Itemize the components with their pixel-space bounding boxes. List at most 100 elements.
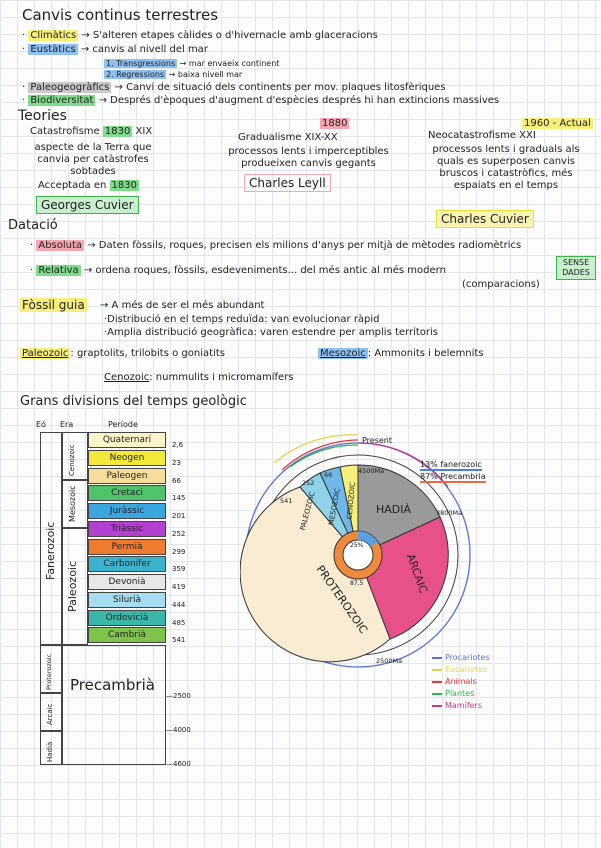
legend-swatch [432, 692, 442, 695]
fossil-cenozoic: Cenozoic: nummulits i micromamífers [104, 372, 294, 383]
period-silurià: Silurià [88, 591, 166, 608]
bullet-regressions: 2. Regressions → baixa nivell mar [104, 70, 243, 79]
legend-item: Mamífers [432, 700, 490, 712]
eon-hadia-label: Hadià [46, 741, 54, 762]
bullet-climatics: · Climàtics → S'alteren etapes càlides o… [22, 30, 378, 41]
fossil-paleozoic: Paleozoic: graptolits, trilobits o gonia… [20, 348, 225, 359]
period-carbonífer: Carbonífer [88, 556, 166, 573]
period-ordovicià: Ordovicià [88, 609, 166, 626]
theory-neo-year: 1960 - Actual [522, 118, 593, 129]
eon-hadia-box [40, 731, 62, 765]
theory-neo-author: Charles Cuvier [436, 210, 534, 228]
precambria-box [62, 645, 166, 765]
period-age: 252 [172, 529, 186, 538]
legend-precambria: 87% Precambria [420, 472, 486, 483]
fossil-line-3: ·Amplia distribució geogràfica: varen es… [104, 327, 438, 338]
datacio-tag: SENSE DADES [556, 256, 596, 280]
period-triàssic: Triàssic [88, 520, 166, 537]
legend-swatch [432, 680, 442, 683]
period-age: 444 [172, 600, 186, 609]
sector-cenozoic: CENOZOIC [346, 482, 357, 520]
datacio-note: (comparacions) [462, 279, 540, 290]
sector-hadia: HADIÀ [376, 503, 412, 516]
precambria-label: Precambrià [70, 676, 155, 694]
theory-neo-desc: processos lents i graduals als quals es … [432, 144, 580, 191]
fossil-line-1: → A més de ser el més abundant [100, 300, 265, 311]
legend-label: Procariotes [445, 653, 490, 662]
legend-fanerozoic: 13% fanerozoic [420, 460, 482, 471]
period-age: 2,6 [172, 441, 184, 449]
fossil-line-2: ·Distribució en el temps reduïda: van ev… [104, 314, 380, 325]
era-paleozoic-box [62, 528, 88, 645]
theory-neocatastrofisme: Neocatastrofisme XXI [428, 130, 536, 141]
header-periode: Període [108, 420, 138, 429]
period-cretaci: Cretaci [88, 485, 166, 502]
legend-label: Eucariotes [445, 665, 488, 674]
geologic-clock-diagram: HADIÀ ARCAIC PROTEROZOIC PALEOZOIC MESOZ… [240, 434, 471, 668]
legend-item: Animals [432, 676, 490, 688]
label-66: 66 [324, 471, 332, 479]
eon-fanerozoic-label: Fanerozoic [44, 521, 57, 580]
pre-tick-4600: —4600 [166, 760, 191, 768]
era-cenozoic-label: Cenozoic [68, 444, 76, 476]
period-age: 299 [172, 547, 186, 556]
pre-tick-2500: —2500 [166, 692, 191, 700]
bullet-transgressions: 1. Transgressions → mar envaeix continen… [104, 59, 280, 68]
theory-cat-accept: Acceptada en 1830 [38, 180, 139, 191]
label-3800: 3800Ma [436, 509, 462, 517]
label-pct-outer: 87,5 [350, 580, 364, 587]
label-4500: 4500Ma [358, 467, 384, 475]
datacio-relativa: · Relativa → ordena roques, fòssils, esd… [30, 265, 446, 276]
period-paleogen: Paleogen [88, 467, 166, 484]
era-mesozoic-box [62, 480, 88, 528]
period-permià: Permià [88, 538, 166, 555]
section-teories: Teories [18, 108, 67, 124]
period-age: 359 [172, 565, 186, 574]
label-252: 252 [302, 479, 314, 487]
legend-item: Plantes [432, 688, 490, 700]
period-age: 66 [172, 476, 181, 485]
eon-arcaic-box [40, 693, 62, 731]
theory-cat-desc: aspecte de la Terra que canvia per catàs… [34, 142, 152, 177]
period-age: 541 [172, 636, 186, 645]
bullet-eustatics: · Eustàtics → canvis al nivell del mar [22, 44, 208, 55]
period-juràssic: Juràssic [88, 503, 166, 519]
period-age: 419 [172, 583, 186, 591]
pre-tick-4000: —4000 [166, 726, 191, 734]
theory-grad-desc: processos lents i imperceptibles produei… [228, 146, 389, 169]
label-541: 541 [280, 497, 292, 505]
theory-cat-author: Georges Cuvier [36, 196, 139, 214]
legend-swatch [432, 704, 442, 707]
period-age: 201 [172, 512, 186, 520]
legend-label: Animals [445, 677, 477, 686]
label-2500: 2500Ma [376, 657, 402, 665]
label-pct-center: 25% [350, 542, 364, 549]
header-eo: Eó [36, 420, 46, 429]
bullet-biodiversitat: · Biodiversitat → Després d'èpoques d'au… [22, 95, 500, 106]
fossil-guia-term: Fòssil guia [20, 298, 87, 312]
theory-gradualisme: Gradualisme XIX-XX [238, 132, 338, 143]
era-paleozoic-label: Paleozoic [66, 560, 79, 612]
period-age: 485 [172, 618, 186, 627]
eon-proterozoic-label: Proterozoic [45, 653, 53, 690]
label-present: Present [362, 436, 392, 445]
theory-catastrofisme: Catastrofisme 1830 XIX [30, 126, 153, 137]
section-divisions: Grans divisions del temps geològic [20, 394, 247, 409]
period-cambrià: Cambrià [88, 627, 166, 644]
theory-grad-author: Charles Leyll [244, 174, 331, 192]
fossil-mesozoic: Mesozoic: Ammonits i belemnits [318, 348, 484, 359]
era-cenozoic-box [62, 432, 88, 480]
legend-item: Eucariotes [432, 664, 490, 676]
period-age: 23 [172, 458, 181, 467]
legend-swatch [432, 668, 442, 671]
period-age: 145 [172, 494, 186, 503]
header-era: Era [60, 420, 74, 429]
page-title: Canvis continus terrestres [22, 6, 219, 24]
period-neogen: Neogen [88, 449, 166, 466]
bullet-paleogeografics: · Paleogeogràfics → Canvi de situació de… [22, 82, 446, 93]
datacio-absoluta: · Absoluta → Daten fòssils, roques, prec… [30, 240, 522, 251]
legend-item: Procariotes [432, 652, 490, 664]
period-devonià: Devonià [88, 574, 166, 590]
legend-label: Mamífers [445, 701, 483, 710]
